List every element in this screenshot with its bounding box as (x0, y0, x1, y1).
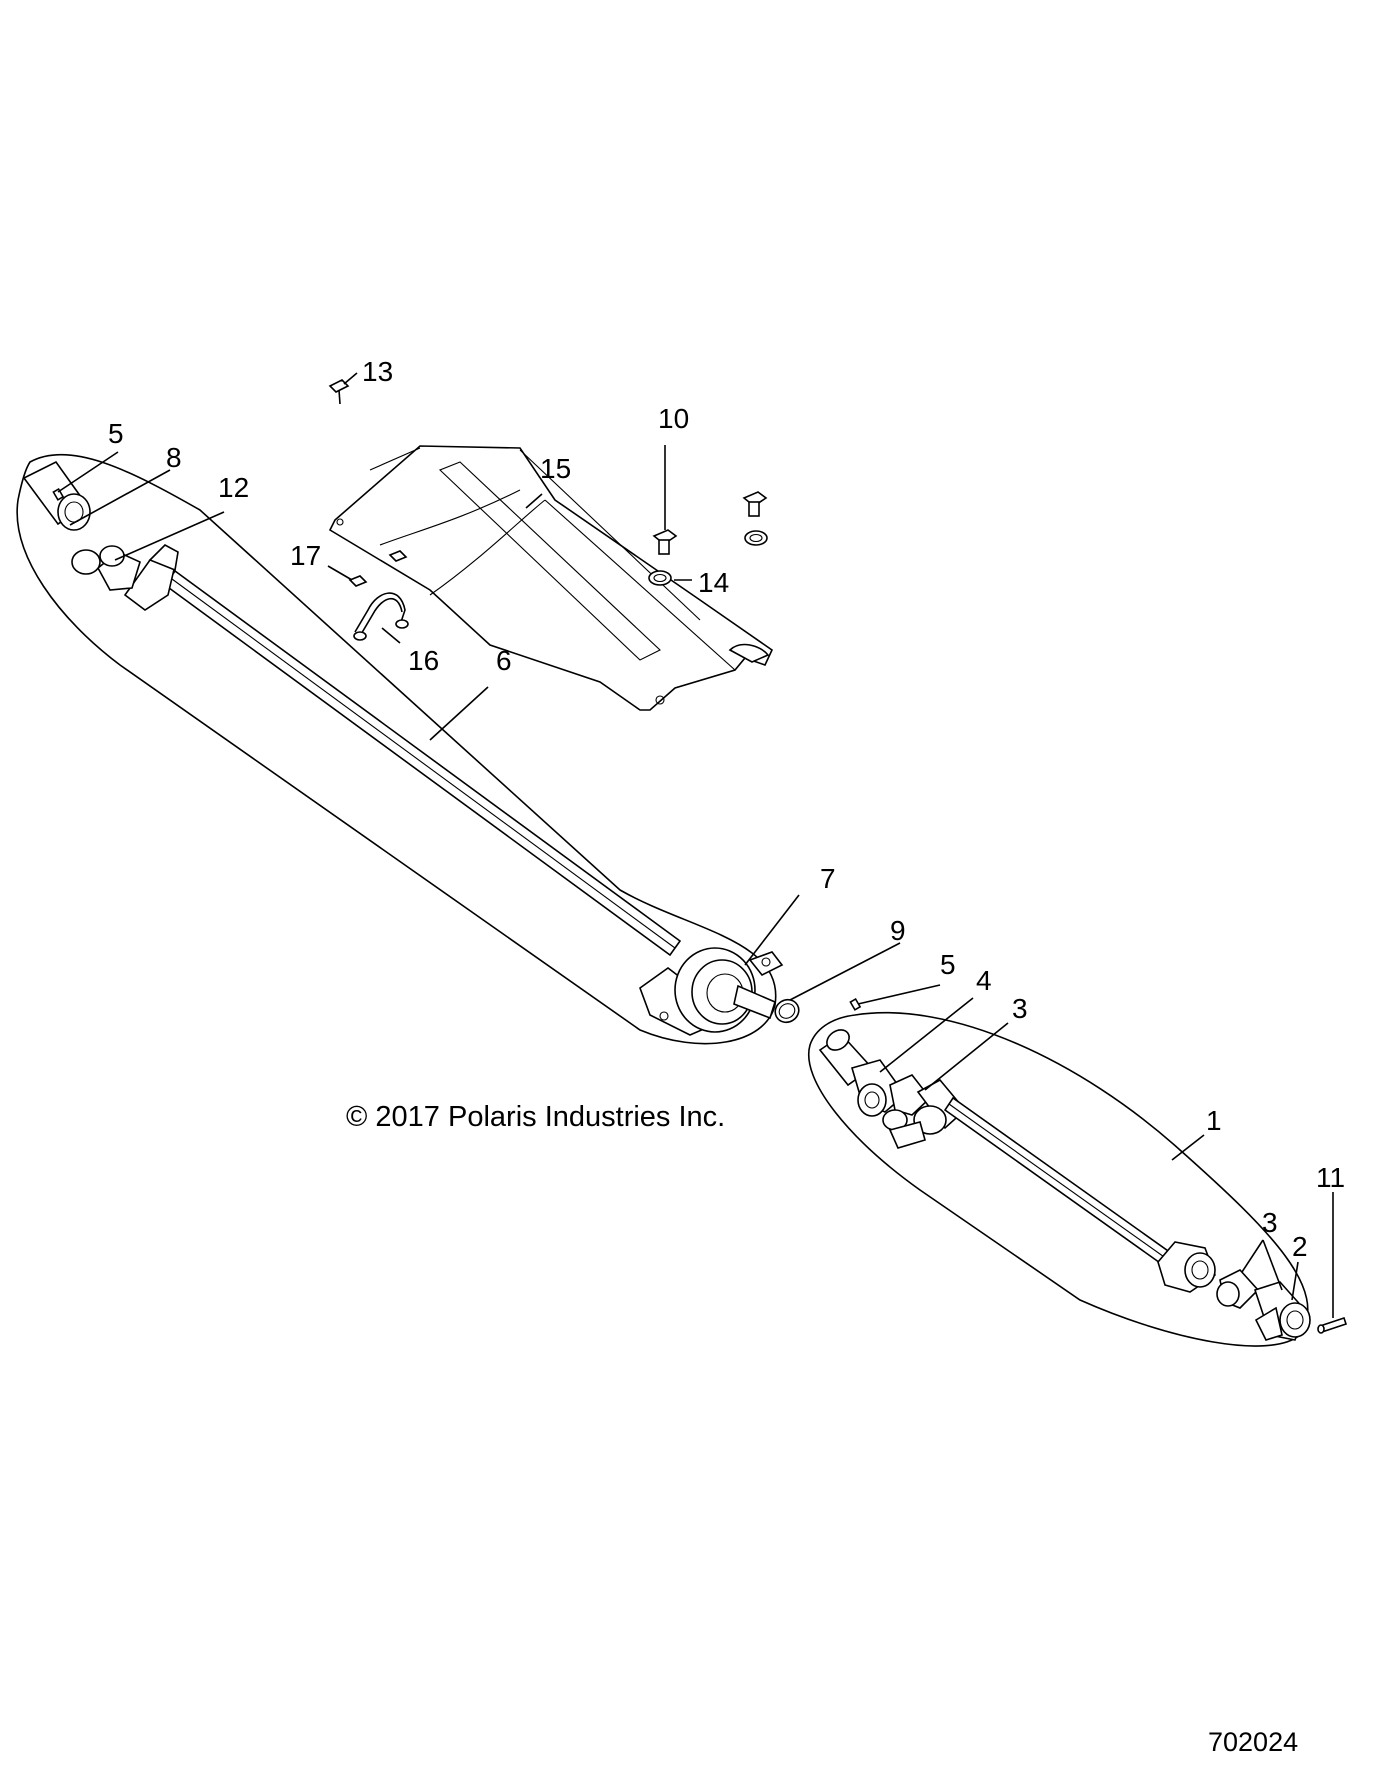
callout-2: 2 (1292, 1231, 1308, 1262)
leader-lines (57, 372, 1334, 1318)
callout-15: 15 (540, 453, 571, 484)
callout-4: 4 (976, 965, 992, 996)
callout-8: 8 (166, 442, 182, 473)
grease-fitting-lower (849, 997, 862, 1011)
bolt-10 (652, 529, 678, 555)
clamp-16 (353, 592, 409, 641)
callout-5-lower: 5 (940, 949, 956, 980)
grease-fitting-upper (52, 487, 65, 501)
copyright-notice: © 2017 Polaris Industries Inc. (346, 1101, 725, 1133)
callout-9: 9 (890, 915, 906, 946)
callout-6: 6 (496, 645, 512, 676)
front-shaft (818, 1029, 1311, 1341)
washer-14 (648, 570, 672, 586)
washer-14-second (744, 530, 768, 546)
prop-shaft (22, 460, 682, 957)
roll-pin-11 (1317, 1316, 1348, 1334)
o-ring-9 (774, 998, 800, 1024)
callout-13: 13 (362, 356, 393, 387)
callout-1: 1 (1206, 1105, 1222, 1136)
callout-14: 14 (698, 567, 729, 598)
callout-16: 16 (408, 645, 439, 676)
callout-11: 11 (1316, 1162, 1345, 1193)
carrier-bearing (639, 947, 784, 1036)
callout-10: 10 (658, 403, 689, 434)
front-shaft-group-outline (807, 1011, 1309, 1347)
driveshaft-shield (328, 445, 774, 711)
callout-3-upper: 3 (1012, 993, 1028, 1024)
bolt-13 (328, 379, 350, 405)
callout-7: 7 (820, 863, 836, 894)
callout-labels: 5 8 12 13 10 15 17 14 16 6 7 9 5 4 3 1 1… (108, 356, 1345, 1262)
callout-12: 12 (218, 472, 249, 503)
bolt-10-second (742, 491, 768, 517)
prop-shaft-group-outline (16, 453, 777, 1045)
callout-5-upper: 5 (108, 418, 124, 449)
screw-17 (348, 550, 408, 587)
figure-number: 702024 (1208, 1727, 1298, 1757)
callout-17: 17 (290, 540, 321, 571)
callout-3-lower: 3 (1262, 1207, 1278, 1238)
